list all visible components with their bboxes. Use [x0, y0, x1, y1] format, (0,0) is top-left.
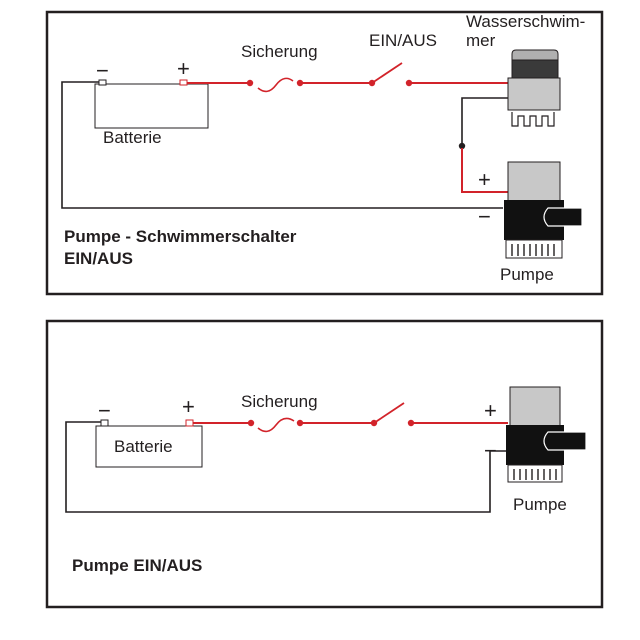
pump-plus-sign: +: [478, 167, 491, 192]
battery2-label: Batterie: [114, 437, 173, 456]
pump2-plus-sign: +: [484, 398, 497, 423]
battery-body: [94, 83, 209, 129]
battery-plus-sign: +: [177, 56, 190, 81]
float-output-wire-black: [461, 97, 508, 146]
diagram1-title-line1: Pumpe - Schwimmerschalter: [64, 227, 297, 246]
diagram-direct-switch: Batterie − + Sicherung + − Pumpe Pumpe E…: [45, 319, 604, 609]
float-switch-icon: [507, 49, 561, 127]
battery2-neg-terminal: [100, 419, 109, 427]
pump2-minus-sign: −: [484, 438, 497, 463]
fuse2-symbol: [257, 417, 295, 433]
switch-lever: [371, 62, 403, 84]
pump2-icon: [506, 386, 587, 483]
diagram2-frame: [45, 319, 604, 609]
float-output-junction: [458, 142, 466, 150]
pump-label: Pumpe: [500, 265, 554, 284]
battery2-pos-terminal: [185, 419, 194, 427]
fuse2-label: Sicherung: [241, 392, 318, 411]
switch-label: EIN/AUS: [369, 31, 437, 50]
pump2-label: Pumpe: [513, 495, 567, 514]
fuse-symbol: [257, 77, 294, 93]
diagram-float-switch: Batterie − + Sicherung EIN/AUS Wassersch…: [45, 10, 604, 296]
fuse-label: Sicherung: [241, 42, 318, 61]
negative-wire-2: [65, 421, 508, 513]
fuse2-terminal-left: [247, 419, 255, 427]
diagram2-title: Pumpe EIN/AUS: [72, 556, 202, 575]
diagram1-title-line2: EIN/AUS: [64, 249, 133, 268]
pump-minus-sign: −: [478, 204, 491, 229]
negative-wire: [61, 81, 503, 209]
pump-icon: [504, 161, 583, 259]
diagram1-frame: [45, 10, 604, 296]
battery2-minus-sign: −: [98, 398, 111, 423]
float-switch-label-line2: mer: [466, 31, 496, 50]
battery2-plus-sign: +: [182, 394, 195, 419]
switch2-lever: [373, 402, 405, 424]
float-switch-label-line1: Wasserschwim-: [466, 12, 585, 31]
battery2-body: [95, 425, 203, 468]
fuse-terminal-left: [246, 79, 254, 87]
pump-positive-wire: [461, 148, 508, 193]
battery-label: Batterie: [103, 128, 162, 147]
battery-minus-sign: −: [96, 58, 109, 83]
